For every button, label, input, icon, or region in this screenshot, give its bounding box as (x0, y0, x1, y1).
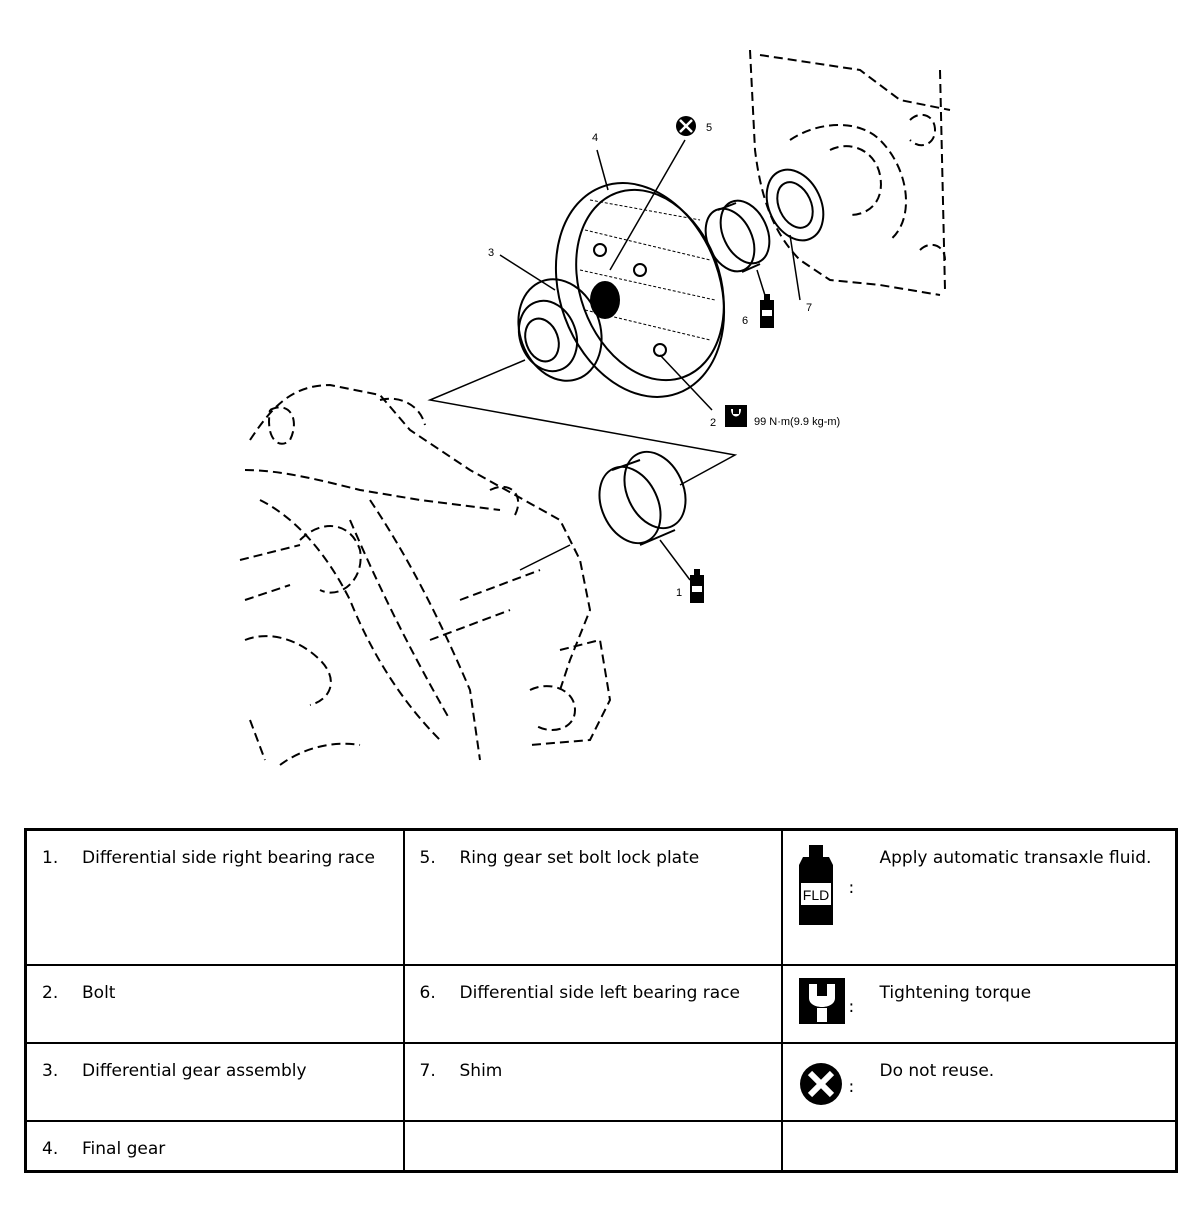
torque-wrench-icon (798, 978, 845, 1024)
exploded-diagram: 1 2 3 4 5 6 7 99 N·m(9.9 kg-m) (239, 49, 951, 766)
legend-item-number: 5. (419, 848, 436, 868)
torque-wrench-icon (725, 405, 747, 427)
transaxle-case (239, 383, 612, 766)
legend-item-text: Final gear (82, 1139, 166, 1159)
callout-1: 1 (676, 587, 682, 599)
shim (765, 168, 825, 242)
legend-symbol: : Tightening torque (780, 964, 1178, 1044)
legend-item-number: 1. (42, 848, 59, 868)
symbol-text: Tightening torque (879, 983, 1032, 1003)
fluid-bottle-icon (690, 569, 704, 603)
svg-text:FLD: FLD (802, 887, 828, 903)
differential-gear-assembly (517, 182, 726, 398)
symbol-text: Do not reuse. (879, 1061, 995, 1081)
legend-item-number: 6. (419, 983, 436, 1003)
callout-4: 4 (592, 132, 598, 144)
leader-lines (499, 139, 801, 581)
legend-symbol: : Do not reuse. (780, 1042, 1178, 1122)
legend-table: 1. Differential side right bearing race … (24, 828, 1178, 1173)
legend-item-text: Differential side left bearing race (459, 983, 741, 1003)
legend-item-number: 4. (42, 1139, 59, 1159)
callout-2: 2 (710, 417, 716, 429)
legend-item: 4. Final gear (24, 1120, 405, 1173)
callout-5: 5 (706, 122, 712, 134)
legend-empty-cell (780, 1120, 1178, 1173)
legend-item-text: Shim (459, 1061, 503, 1081)
callout-7: 7 (806, 302, 812, 314)
legend-empty-cell (402, 1120, 783, 1173)
bearing-race-right (598, 450, 687, 546)
callout-6: 6 (742, 315, 748, 327)
callout-3: 3 (488, 247, 494, 259)
symbol-colon: : (848, 878, 855, 898)
legend-item-text: Differential side right bearing race (82, 848, 375, 868)
symbol-text: Apply automatic transaxle fluid. (879, 848, 1152, 868)
assembly-lines (427, 359, 738, 571)
transmission-case (749, 49, 951, 296)
legend-item: 3. Differential gear assembly (24, 1042, 405, 1122)
legend-item-number: 3. (42, 1061, 59, 1081)
fluid-bottle-icon: FLD (798, 845, 833, 925)
legend-item: 6. Differential side left bearing race (402, 964, 783, 1044)
legend-item-text: Ring gear set bolt lock plate (459, 848, 700, 868)
torque-spec: 99 N·m(9.9 kg-m) (754, 416, 840, 428)
do-not-reuse-icon (676, 116, 696, 136)
legend-item-number: 7. (419, 1061, 436, 1081)
legend-item-text: Bolt (82, 983, 116, 1003)
legend-item-number: 2. (42, 983, 59, 1003)
fluid-bottle-icon (760, 294, 774, 328)
symbol-colon: : (848, 997, 855, 1017)
bearing-race-left (704, 199, 771, 273)
legend-symbol: FLD : Apply automatic transaxle fluid. (780, 828, 1178, 966)
legend-item-text: Differential gear assembly (82, 1061, 307, 1081)
legend-item: 7. Shim (402, 1042, 783, 1122)
legend-item: 1. Differential side right bearing race (24, 828, 405, 966)
symbol-colon: : (848, 1077, 855, 1097)
do-not-reuse-icon (799, 1063, 842, 1105)
legend-item: 5. Ring gear set bolt lock plate (402, 828, 783, 966)
legend-item: 2. Bolt (24, 964, 405, 1044)
